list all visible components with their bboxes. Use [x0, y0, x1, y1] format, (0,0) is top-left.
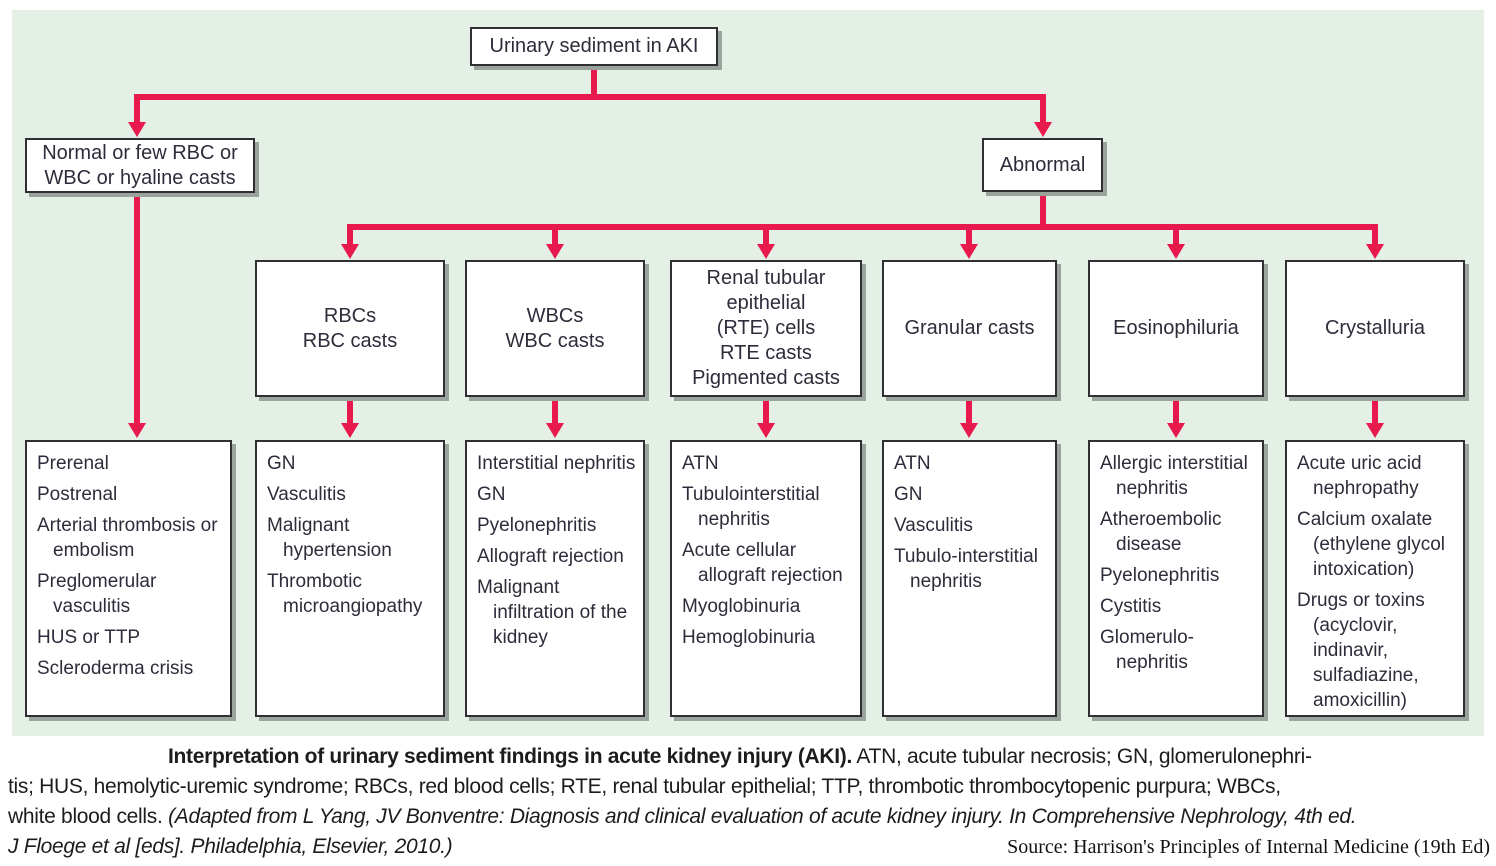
caption-adapted-from-cont: J Floege et al [eds]. Philadelphia, Else… [8, 835, 453, 858]
caption-abbrev-start: ATN, acute tubular necrosis; GN, glomeru… [852, 745, 1312, 768]
caption-adapted-from: (Adapted from L Yang, JV Bonventre: Diag… [168, 805, 1357, 828]
leaf-item: Glomerulo-nephritis [1100, 627, 1194, 673]
arrowhead-left-branch [128, 122, 146, 137]
caption-abbrev-end: white blood cells. [8, 805, 169, 828]
leaf-item: Calcium oxalate (ethylene glycol intoxic… [1297, 509, 1446, 580]
connector-cat-crystal [1372, 224, 1378, 245]
node-eosinophiluria: Eosinophiluria [1088, 260, 1264, 397]
caption-line-3: white blood cells. (Adapted from L Yang,… [8, 802, 1490, 832]
leaf-item: Atheroembolic disease [1100, 509, 1222, 555]
connector-leaf-crystal [1372, 396, 1378, 424]
leaf-item: Malignant hypertension [267, 515, 392, 561]
connector-leaf-rbc [347, 396, 353, 424]
leaf-item: Tubulointerstitial nephritis [682, 484, 820, 530]
connector-leaf-rte [763, 396, 769, 424]
connector-left-branch-line [134, 94, 140, 123]
arrowhead-leaf-granular [960, 423, 978, 438]
connector-cat-rbc [347, 224, 353, 245]
connector-top-horizontal [134, 94, 1046, 100]
connector-cat-wbc [552, 224, 558, 245]
connector-right-branch-line [1040, 94, 1046, 123]
leaf-item: Myoglobinuria [682, 596, 801, 617]
connector-leaf-wbc [552, 396, 558, 424]
leaf-item: Vasculitis [267, 484, 346, 505]
leaf-item: Hemoglobinuria [682, 627, 816, 648]
caption-line-4: J Floege et al [eds]. Philadelphia, Else… [8, 832, 1490, 862]
node-wbcs-wbc-casts: WBCs WBC casts [465, 260, 645, 397]
connector-cat-rte [763, 224, 769, 245]
arrowhead-leaf-wbc [546, 423, 564, 438]
arrowhead-leaf-crystal [1366, 423, 1384, 438]
node-granular-casts: Granular casts [882, 260, 1057, 397]
leaf-item: Acute uric acid nephropathy [1297, 453, 1422, 499]
arrowhead-leaf-eosino [1167, 423, 1185, 438]
leaf-item: Prerenal [37, 453, 109, 474]
leaf-item: Preglomerular vasculitis [37, 571, 157, 617]
arrowhead-cat-granular [960, 244, 978, 259]
node-urinary-sediment-aki: Urinary sediment in AKI [470, 27, 718, 66]
leaf-item: Allograft rejection [477, 546, 624, 567]
leaf-item: Drugs or toxins (acyclovir, indinavir, s… [1297, 590, 1425, 711]
caption-line-2: tis; HUS, hemolytic-uremic syndrome; RBC… [8, 775, 1281, 798]
leaf-item: Thrombotic microangiopathy [267, 571, 423, 617]
arrowhead-cat-eosino [1167, 244, 1185, 259]
connector-abnormal-horizontal [347, 224, 1378, 230]
leaf-item: Pyelonephritis [1100, 565, 1220, 586]
connector-root-stem [591, 64, 597, 95]
node-abnormal: Abnormal [982, 138, 1103, 192]
arrowhead-cat-rte [757, 244, 775, 259]
caption-title: Interpretation of urinary sediment findi… [168, 745, 853, 768]
arrowhead-cat-wbc [546, 244, 564, 259]
node-crystalluria: Crystalluria [1285, 260, 1465, 397]
leaf-item: HUS or TTP [37, 627, 141, 648]
leaf-item: Tubulo-interstitial nephritis [894, 546, 1038, 592]
leaf-item: Scleroderma crisis [37, 658, 194, 679]
connector-normal-to-leaf [134, 191, 140, 424]
leaf-item: ATN [682, 453, 719, 474]
caption-line-1: Interpretation of urinary sediment findi… [8, 742, 1490, 772]
figure-caption: Interpretation of urinary sediment findi… [8, 742, 1490, 862]
arrowhead-right-branch [1034, 122, 1052, 137]
leaf-item: Arterial thrombosis or embolism [37, 515, 218, 561]
node-rte-cells-casts: Renal tubular epithelial (RTE) cells RTE… [670, 260, 862, 397]
leaf-item: Allergic interstitial nephritis [1100, 453, 1248, 499]
connector-cat-eosino [1173, 224, 1179, 245]
arrowhead-cat-rbc [341, 244, 359, 259]
node-rbcs-rbc-casts: RBCs RBC casts [255, 260, 445, 397]
arrowhead-leaf-rte [757, 423, 775, 438]
leaf-item: GN [477, 484, 506, 505]
leaf-item: GN [267, 453, 296, 474]
leaf-item: Cystitis [1100, 596, 1162, 617]
leaf-item: Acute cellular allograft rejection [682, 540, 843, 586]
arrowhead-leaf-rbc [341, 423, 359, 438]
leaf-item: Pyelonephritis [477, 515, 597, 536]
connector-leaf-eosino [1173, 396, 1179, 424]
node-normal-or-few: Normal or few RBC or WBC or hyaline cast… [25, 138, 255, 193]
arrowhead-normal-leaf [128, 423, 146, 438]
connector-cat-granular [966, 224, 972, 245]
leaf-item: ATN [894, 453, 931, 474]
leaf-item: Postrenal [37, 484, 118, 505]
leaf-item: Malignant infiltration of the kidney [477, 577, 628, 648]
connector-leaf-granular [966, 396, 972, 424]
leaf-item: GN [894, 484, 923, 505]
source-credit: Source: Harrison's Principles of Interna… [1007, 836, 1490, 858]
leaf-item: Vasculitis [894, 515, 973, 536]
connector-abnormal-stem [1040, 190, 1046, 225]
leaf-item: Interstitial nephritis [477, 453, 636, 474]
arrowhead-cat-crystal [1366, 244, 1384, 259]
